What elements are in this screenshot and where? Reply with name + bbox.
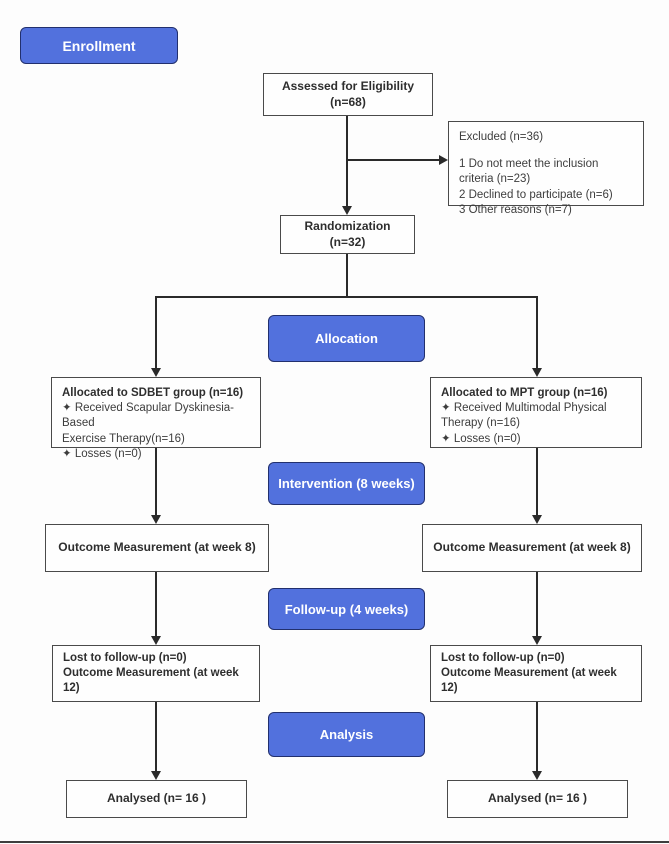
lost-left-line2: Outcome Measurement (at week 12) xyxy=(63,666,239,695)
stage-allocation: Allocation xyxy=(268,315,425,362)
outcome-week8-right-box: Outcome Measurement (at week 8) xyxy=(422,524,642,572)
outcome-week8-left-label: Outcome Measurement (at week 8) xyxy=(58,540,256,555)
excluded-reason-2: 2 Declined to participate (n=6) xyxy=(459,188,613,201)
randomization-box: Randomization (n=32) xyxy=(280,215,415,254)
connector-branch-horizontal xyxy=(155,296,538,298)
allocated-mpt-box: Allocated to MPT group (n=16) ✦ Received… xyxy=(430,377,642,448)
excluded-reason-1b: criteria (n=23) xyxy=(459,173,531,186)
mpt-line3: ✦ Losses (n=0) xyxy=(441,432,521,445)
excluded-spacer xyxy=(459,145,633,157)
assessed-for-eligibility-box: Assessed for Eligibility (n=68) xyxy=(263,73,433,116)
sdbet-line1: ✦ Received Scapular Dyskinesia-Based xyxy=(62,402,234,430)
connector-outcome-to-lost-right xyxy=(536,572,538,636)
connector-to-excluded xyxy=(347,159,439,161)
connector-assessed-to-randomization xyxy=(346,116,348,207)
excluded-reason-1a: 1 Do not meet the inclusion xyxy=(459,158,599,171)
stage-enrollment: Enrollment xyxy=(20,27,178,64)
connector-mpt-to-outcome xyxy=(536,448,538,515)
lost-followup-right-box: Lost to follow-up (n=0) Outcome Measurem… xyxy=(430,645,642,702)
analysed-left-label: Analysed (n= 16 ) xyxy=(106,791,207,806)
outcome-week8-left-box: Outcome Measurement (at week 8) xyxy=(45,524,269,572)
analysed-right-box: Analysed (n= 16 ) xyxy=(447,780,628,818)
arrowhead-to-sdbet xyxy=(151,368,161,377)
randomization-line2: (n=32) xyxy=(329,234,366,249)
arrowhead-to-outcome-right xyxy=(532,515,542,524)
arrowhead-to-outcome-left xyxy=(151,515,161,524)
sdbet-title: Allocated to SDBET group (n=16) xyxy=(62,387,244,399)
assessed-line1: Assessed for Eligibility xyxy=(281,78,415,93)
lost-right-line2: Outcome Measurement (at week 12) xyxy=(441,666,617,695)
sdbet-line3: ✦ Losses (n=0) xyxy=(62,447,142,460)
mpt-line2: Therapy (n=16) xyxy=(441,417,520,430)
sdbet-line2: Exercise Therapy(n=16) xyxy=(62,432,185,445)
arrowhead-to-lost-left xyxy=(151,636,161,645)
analysed-right-label: Analysed (n= 16 ) xyxy=(487,791,588,806)
assessed-line2: (n=68) xyxy=(330,94,366,109)
connector-sdbet-to-outcome xyxy=(155,448,157,515)
analysed-left-box: Analysed (n= 16 ) xyxy=(66,780,247,818)
connector-branch-right-drop xyxy=(536,296,538,368)
connector-lost-to-analysed-left xyxy=(155,702,157,771)
connector-branch-left-drop xyxy=(155,296,157,368)
connector-randomization-down xyxy=(346,254,348,298)
arrowhead-to-analysed-left xyxy=(151,771,161,780)
allocated-sdbet-box: Allocated to SDBET group (n=16) ✦ Receiv… xyxy=(51,377,261,460)
excluded-box: Excluded (n=36) 1 Do not meet the inclus… xyxy=(448,121,644,216)
lost-right-line1: Lost to follow-up (n=0) xyxy=(441,651,565,664)
stage-followup: Follow-up (4 weeks) xyxy=(268,588,425,630)
mpt-line1: ✦ Received Multimodal Physical xyxy=(441,402,607,415)
connector-lost-to-analysed-right xyxy=(536,702,538,771)
randomization-line1: Randomization xyxy=(304,218,391,233)
excluded-reason-3: 3 Other reasons (n=7) xyxy=(459,203,572,216)
arrowhead-to-lost-right xyxy=(532,636,542,645)
arrowhead-to-analysed-right xyxy=(532,771,542,780)
stage-analysis: Analysis xyxy=(268,712,425,757)
stage-intervention: Intervention (8 weeks) xyxy=(268,462,425,505)
lost-followup-left-box: Lost to follow-up (n=0) Outcome Measurem… xyxy=(52,645,260,702)
mpt-title: Allocated to MPT group (n=16) xyxy=(441,387,608,399)
arrowhead-to-excluded xyxy=(439,155,448,165)
connector-outcome-to-lost-left xyxy=(155,572,157,636)
outcome-week8-right-label: Outcome Measurement (at week 8) xyxy=(433,540,631,555)
excluded-title: Excluded (n=36) xyxy=(459,131,544,143)
lost-left-line1: Lost to follow-up (n=0) xyxy=(63,651,187,664)
page-bottom-edge xyxy=(0,841,669,843)
arrowhead-to-mpt xyxy=(532,368,542,377)
arrowhead-to-randomization xyxy=(342,206,352,215)
